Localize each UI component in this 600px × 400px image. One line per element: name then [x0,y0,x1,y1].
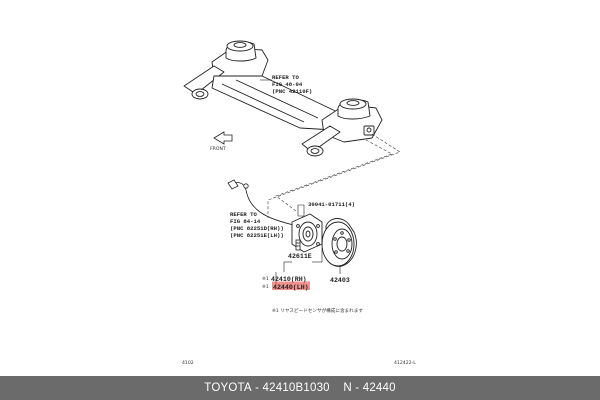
caption-n-value: 42440 [362,382,396,394]
caption-part-number: 42410B1030 [262,382,330,394]
bolt-callout: 30041-01711(4) [297,201,355,223]
page-number-right: 412422-L [394,360,416,366]
drum-part-number: 42403 [330,277,350,284]
stud-part-number: 42611E [288,253,312,260]
front-label: FRONT [210,146,226,152]
dashed-guide-lines [267,133,401,218]
stud-callout: 42611E [283,248,323,272]
axle-ref-line1: REFER TO [272,74,299,81]
sensor-ref-line4: (PNC 82251E(LH)) [230,232,284,239]
sensor-ref-line2: FIG 84-14 [230,218,261,225]
drum-callout: 42403 [330,266,350,284]
hub-rh-part-number: 42410(RH) [271,276,307,283]
hub-callout: ※1 42410(RH) ※1 42440(LH) [262,272,310,291]
bolt-part-number: 30041-01711(4) [308,201,355,208]
part-caption-bar: TOYOTA - 42410B1030 N - 42440 [0,376,600,400]
sensor-ref-line1: REFER TO [230,211,257,218]
axle-ref-callout: REFER TO FIG 48-04 (PNC 42110F) [260,74,312,95]
page-number-left: 4102 [182,360,194,366]
sensor-ref-callout: REFER TO FIG 84-14 (PNC 82251D(RH)) (PNC… [230,211,284,239]
axle-ref-line2: FIG 48-04 [272,81,303,88]
caption-brand: TOYOTA [204,382,252,394]
caption-n-label: N [343,382,352,394]
brake-drum [321,218,357,267]
front-arrow-icon [213,131,233,145]
axle-ref-line3: (PNC 42110F) [272,88,312,95]
footnote: ※1 リヤスピードセンサが構成に含まれます [272,307,363,314]
hub-lh-prefix: ※1 [262,284,269,290]
hub-rh-prefix: ※1 [262,276,269,282]
parts-diagram: REFER TO FIG 48-04 (PNC 42110F) FRONT RE… [182,40,416,366]
front-direction-indicator: FRONT [210,131,233,152]
hub-lh-highlight [272,281,310,290]
sensor-ref-line3: (PNC 82251D(RH)) [230,225,284,232]
rear-axle-beam [183,40,383,157]
hub-lh-part-number: 42440(LH) [273,284,309,291]
hub-stud [295,239,301,251]
speed-sensor-harness [227,179,299,227]
